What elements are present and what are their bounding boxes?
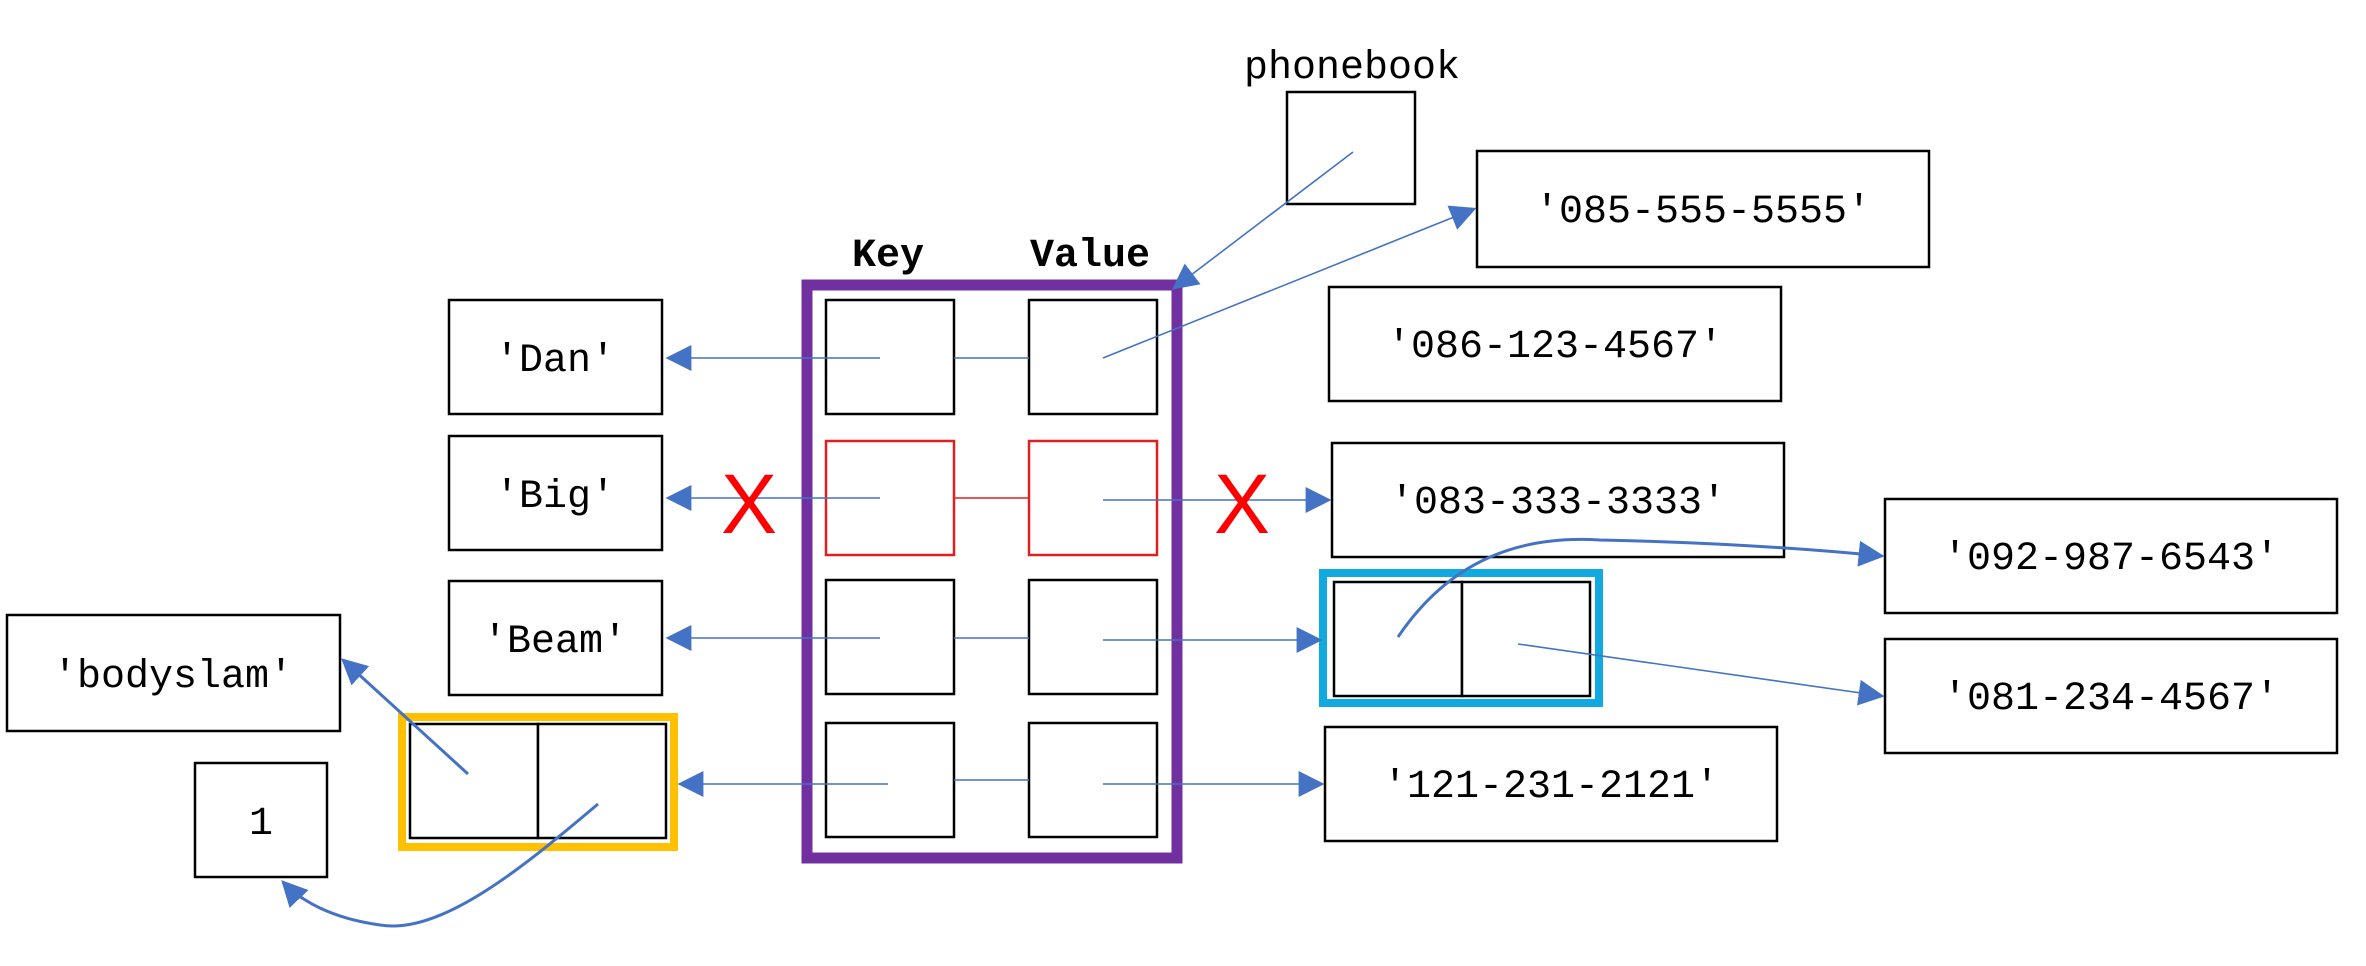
value-081-box bbox=[1883, 637, 2339, 755]
key-cell-1 bbox=[824, 298, 956, 416]
value-header: Value bbox=[1030, 234, 1150, 279]
key-dan-text: 'Dan' bbox=[495, 339, 615, 384]
key-big-box bbox=[447, 434, 664, 552]
arrow-tuple-to-092 bbox=[1396, 537, 1885, 638]
key-cell-3 bbox=[824, 578, 956, 696]
tuple-key-cell-2 bbox=[536, 722, 668, 840]
value-081-text: '081-234-4567' bbox=[1943, 677, 2279, 722]
value-092-box bbox=[1883, 497, 2339, 615]
key-one-text: 1 bbox=[249, 802, 273, 847]
tuple-key-border bbox=[398, 713, 678, 851]
key-bodyslam-text: 'bodyslam' bbox=[53, 655, 293, 700]
value-cell-3 bbox=[1027, 578, 1159, 696]
key-one-box bbox=[193, 761, 329, 879]
value-092-text: '092-987-6543' bbox=[1943, 537, 2279, 582]
key-big-text: 'Big' bbox=[495, 475, 615, 520]
key-cell-4 bbox=[824, 721, 956, 839]
arrow-tuple-to-one bbox=[281, 802, 599, 928]
value-121-box bbox=[1323, 725, 1779, 843]
arrow-tuple-to-bodyslam bbox=[341, 658, 470, 776]
dict-border bbox=[801, 279, 1183, 864]
value-086-text: '086-123-4567' bbox=[1387, 325, 1723, 370]
arrow-tuple-to-081 bbox=[1517, 643, 1885, 706]
key-beam-text: 'Beam' bbox=[483, 620, 627, 665]
value-cell-2-deleted bbox=[1027, 439, 1159, 557]
key-beam-box bbox=[447, 579, 664, 697]
tuple-value-cell-2 bbox=[1460, 580, 1592, 698]
deleted-x-left: X bbox=[721, 457, 777, 551]
arrow-to-085 bbox=[1102, 205, 1477, 359]
value-085-text: '085-555-5555' bbox=[1535, 190, 1871, 235]
arrow-phonebook-to-dict bbox=[1171, 151, 1354, 290]
deleted-x-right: X bbox=[1214, 457, 1270, 551]
value-121-text: '121-231-2121' bbox=[1383, 765, 1719, 810]
tuple-value-cell-1 bbox=[1332, 580, 1464, 698]
value-085-box bbox=[1475, 149, 1931, 269]
value-086-box bbox=[1327, 285, 1783, 403]
phonebook-label: phonebook bbox=[1244, 46, 1460, 91]
tuple-key-cell-1 bbox=[408, 722, 540, 840]
value-083-text: '083-333-3333' bbox=[1390, 481, 1726, 526]
key-bodyslam-box bbox=[5, 613, 342, 733]
value-cell-4 bbox=[1027, 721, 1159, 839]
key-header: Key bbox=[852, 234, 924, 279]
key-dan-box bbox=[447, 298, 664, 416]
value-083-box bbox=[1330, 441, 1786, 559]
value-cell-1 bbox=[1027, 298, 1159, 416]
